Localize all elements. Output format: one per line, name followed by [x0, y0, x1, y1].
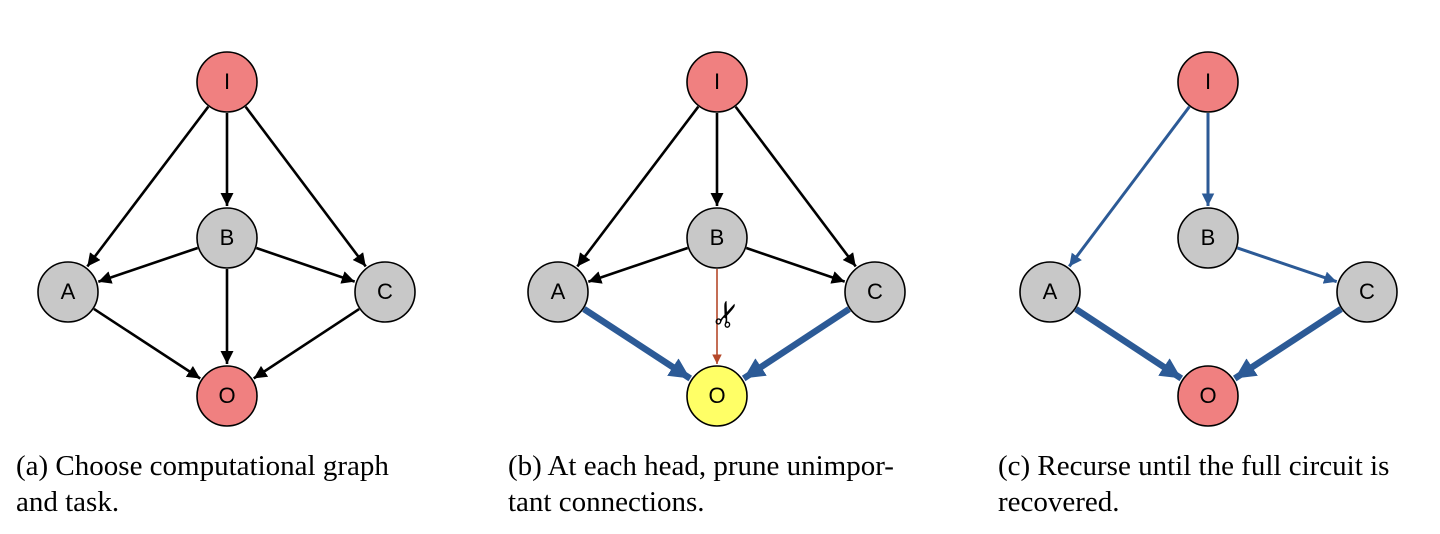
caption-c-line-1: (c) Recurse until the full circuit is: [998, 450, 1390, 482]
edge-B-A: [587, 246, 689, 284]
node-O-circle: [686, 365, 748, 427]
node-C-label: C: [377, 279, 393, 304]
panel-c-edges: [1068, 105, 1343, 382]
node-A: A: [1019, 261, 1081, 323]
node-O-label: O: [218, 383, 235, 408]
panel-c-graph: I A B C O: [1019, 51, 1398, 427]
caption-c: (c) Recurse until the full circuit is re…: [998, 448, 1389, 520]
edge-C-O: [253, 307, 360, 380]
node-I-circle: [686, 51, 748, 113]
caption-a-line-1: (a) Choose computational graph: [16, 450, 389, 482]
panel-a-nodes: I A B C O: [37, 51, 416, 427]
node-B: B: [1177, 207, 1239, 269]
edge-I-A: [86, 105, 210, 268]
node-A-circle: [527, 261, 589, 323]
caption-a-line-2: and task.: [16, 486, 120, 518]
node-A: A: [527, 261, 589, 323]
edge-B-C: [1236, 246, 1338, 284]
node-C-circle: [844, 261, 906, 323]
node-C-label: C: [1359, 279, 1375, 304]
node-I-circle: [196, 51, 258, 113]
node-O-label: O: [1199, 383, 1216, 408]
edge-C-O: [741, 306, 851, 382]
edge-B-A: [97, 246, 199, 284]
node-A-label: A: [61, 279, 76, 304]
node-I-label: I: [714, 69, 720, 94]
node-I-circle: [1177, 51, 1239, 113]
node-C: C: [1336, 261, 1398, 323]
node-C-circle: [1336, 261, 1398, 323]
edge-A-O: [1074, 306, 1184, 382]
scissors-icon: ✂: [704, 294, 751, 334]
node-I-label: I: [224, 69, 230, 94]
edge-B-C: [255, 246, 356, 284]
edge-B-C: [745, 246, 846, 284]
node-B-label: B: [1201, 225, 1216, 250]
node-C-circle: [354, 261, 416, 323]
edge-I-A: [1068, 105, 1191, 268]
panel-b-nodes: I A B C O: [527, 51, 906, 427]
caption-b-line-1: (b) At each head, prune unimpor-: [508, 450, 894, 482]
node-O: O: [1177, 365, 1239, 427]
node-O: O: [686, 365, 748, 427]
node-O-circle: [1177, 365, 1239, 427]
node-I: I: [196, 51, 258, 113]
edge-I-C: [244, 105, 367, 268]
node-A: A: [37, 261, 99, 323]
node-A-label: A: [1043, 279, 1058, 304]
panel-b-graph: I A B C O ✂: [527, 51, 906, 427]
node-A-label: A: [551, 279, 566, 304]
edge-A-O: [582, 306, 692, 382]
node-O-circle: [196, 365, 258, 427]
node-A-circle: [1019, 261, 1081, 323]
node-I: I: [686, 51, 748, 113]
node-O-label: O: [708, 383, 725, 408]
edge-I-A: [576, 105, 700, 268]
caption-b-line-2: tant connections.: [508, 486, 705, 518]
caption-a: (a) Choose computational graph and task.: [16, 448, 389, 520]
node-B-circle: [1177, 207, 1239, 269]
node-B-circle: [196, 207, 258, 269]
node-O: O: [196, 365, 258, 427]
node-B: B: [686, 207, 748, 269]
node-C: C: [844, 261, 906, 323]
node-A-circle: [37, 261, 99, 323]
panel-b-edges: [576, 105, 857, 382]
caption-b: (b) At each head, prune unimpor- tant co…: [508, 448, 894, 520]
node-C-label: C: [867, 279, 883, 304]
node-B: B: [196, 207, 258, 269]
node-B-label: B: [220, 225, 235, 250]
panel-a-edges: [86, 105, 367, 380]
caption-c-line-2: recovered.: [998, 486, 1120, 518]
node-I: I: [1177, 51, 1239, 113]
edge-I-C: [734, 105, 857, 268]
panel-a-graph: I A B C O: [37, 51, 416, 427]
node-I-label: I: [1205, 69, 1211, 94]
edge-C-O: [1233, 306, 1343, 382]
panel-c-nodes: I A B C O: [1019, 51, 1398, 427]
edge-A-O: [93, 307, 201, 380]
node-B-circle: [686, 207, 748, 269]
node-C: C: [354, 261, 416, 323]
node-B-label: B: [710, 225, 725, 250]
